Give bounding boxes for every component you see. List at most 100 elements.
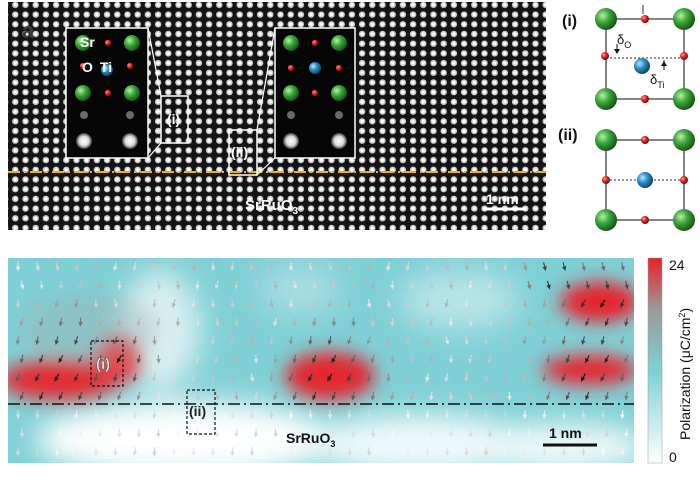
polarization-arrow-head — [581, 302, 586, 308]
polarization-arrow-head — [542, 340, 547, 346]
polarization-arrow-head — [347, 376, 352, 382]
polarization-arrow-head — [117, 433, 122, 438]
polarization-arrow-head — [97, 358, 102, 364]
polarization-arrow-head — [445, 266, 450, 272]
polarization-arrow-head — [347, 339, 352, 345]
polarization-arrow-head — [351, 433, 356, 438]
region-i-box-map — [90, 340, 124, 387]
region-ii-label-map: (ii) — [189, 403, 206, 419]
polarization-arrow-head — [542, 414, 547, 420]
polarization-arrow-head — [210, 451, 216, 457]
polarization-arrow-head — [253, 321, 259, 327]
polarization-arrow-head — [230, 340, 235, 346]
polarization-arrow-head — [250, 303, 255, 309]
polarization-arrow-head — [347, 266, 352, 272]
polarization-arrow-head — [210, 377, 216, 383]
polarization-arrow-head — [604, 395, 609, 401]
polarization-arrow-head — [15, 303, 21, 309]
polarization-arrow-head — [234, 395, 239, 401]
polarization-arrow-head — [527, 284, 532, 290]
polarization-arrow-head — [487, 284, 492, 290]
polarization-arrow-head — [273, 359, 278, 364]
polarization-arrow-head — [366, 339, 371, 345]
polarization-arrow-head — [152, 377, 157, 383]
polarization-arrow-head — [288, 340, 294, 346]
polarization-arrow-head — [585, 433, 590, 438]
polarization-arrow-head — [312, 284, 317, 290]
polarization-arrow-head — [230, 377, 235, 383]
polarization-arrow-head — [604, 432, 610, 438]
polarization-arrow-head — [288, 303, 294, 309]
inset-right — [274, 27, 356, 159]
polarization-arrow-head — [35, 414, 40, 420]
polarization-arrow-head — [273, 284, 278, 290]
polarization-arrow-head — [351, 284, 356, 290]
polarization-arrow-head — [390, 432, 395, 438]
polarization-arrow-head — [249, 340, 254, 346]
polarization-arrow-head — [171, 414, 177, 420]
polarization-arrow-head — [230, 303, 235, 309]
polarization-arrow-head — [546, 358, 551, 364]
unit-cell-ii-label: (ii) — [558, 127, 578, 144]
polarization-arrow-head — [503, 451, 508, 457]
polarization-arrow-head — [117, 395, 122, 401]
polarization-arrow-head — [234, 284, 239, 290]
polarization-arrow-head — [273, 395, 278, 401]
polarization-arrow-head — [409, 433, 415, 438]
polarization-arrow-head — [234, 432, 239, 438]
polarization-arrow-head — [620, 340, 625, 346]
polarization-arrow-head — [156, 395, 161, 401]
inset-label-sr: Sr — [80, 34, 95, 50]
polarization-arrow-head — [425, 266, 430, 272]
polarization-arrow-head — [35, 376, 40, 382]
inset-left-leader-top — [147, 27, 162, 97]
polarization-arrow-head — [526, 321, 532, 327]
polarization-arrow-head — [35, 340, 40, 346]
polarization-arrow-head — [293, 284, 298, 290]
region-i-box-top — [160, 95, 189, 144]
polarization-arrow-head — [546, 395, 551, 401]
polarization-arrow-head — [215, 321, 220, 327]
polarization-arrow-head — [288, 266, 294, 272]
polarization-arrow-head — [15, 266, 21, 272]
polarization-arrow-head — [292, 358, 298, 364]
polarization-arrow-head — [331, 358, 336, 364]
polarization-arrow-head — [429, 395, 434, 401]
polarization-arrow-head — [214, 284, 219, 290]
polarization-arrow-head — [464, 340, 469, 346]
polarization-arrow-head — [386, 339, 391, 345]
polarization-arrow-head — [386, 266, 391, 272]
polarization-arrow-head — [585, 321, 590, 327]
polarization-arrow-head — [312, 433, 317, 438]
polarization-arrow-head — [604, 321, 609, 327]
polarization-arrow-head — [425, 303, 430, 309]
polarization-arrow-head — [214, 433, 220, 438]
polarization-arrow-head — [507, 432, 512, 438]
polarization-arrow-head — [156, 284, 161, 290]
polarization-arrow-head — [425, 451, 430, 457]
polarization-arrow-head — [253, 285, 259, 290]
polarization-arrow-head — [132, 451, 138, 457]
polarization-arrow-head — [19, 433, 25, 438]
polarization-arrow-head — [483, 266, 489, 272]
polarization-arrow-head — [39, 321, 44, 327]
polarization-arrow-head — [503, 303, 508, 309]
polarization-arrow-head — [74, 376, 79, 382]
polarization-arrow-head — [156, 321, 161, 327]
polarization-arrow-head — [171, 303, 176, 309]
polarization-arrow-head — [328, 266, 333, 272]
colorbar-max-label: 24 — [669, 257, 685, 273]
polarization-arrow-head — [468, 395, 473, 401]
polarization-arrow-head — [503, 414, 508, 420]
scale-bar-label-map: 1 nm — [549, 425, 582, 441]
polarization-arrow-head — [210, 303, 216, 309]
polarization-arrow-head — [253, 358, 259, 364]
polarization-arrow-head — [620, 414, 625, 420]
polarization-arrow-head — [308, 376, 313, 382]
polarization-arrow-head — [249, 377, 255, 383]
inset-right-leader-bottom — [256, 157, 276, 176]
polarization-arrow-head — [620, 266, 625, 272]
polarization-arrow-head — [600, 302, 605, 308]
polarization-arrow-head — [74, 303, 79, 309]
